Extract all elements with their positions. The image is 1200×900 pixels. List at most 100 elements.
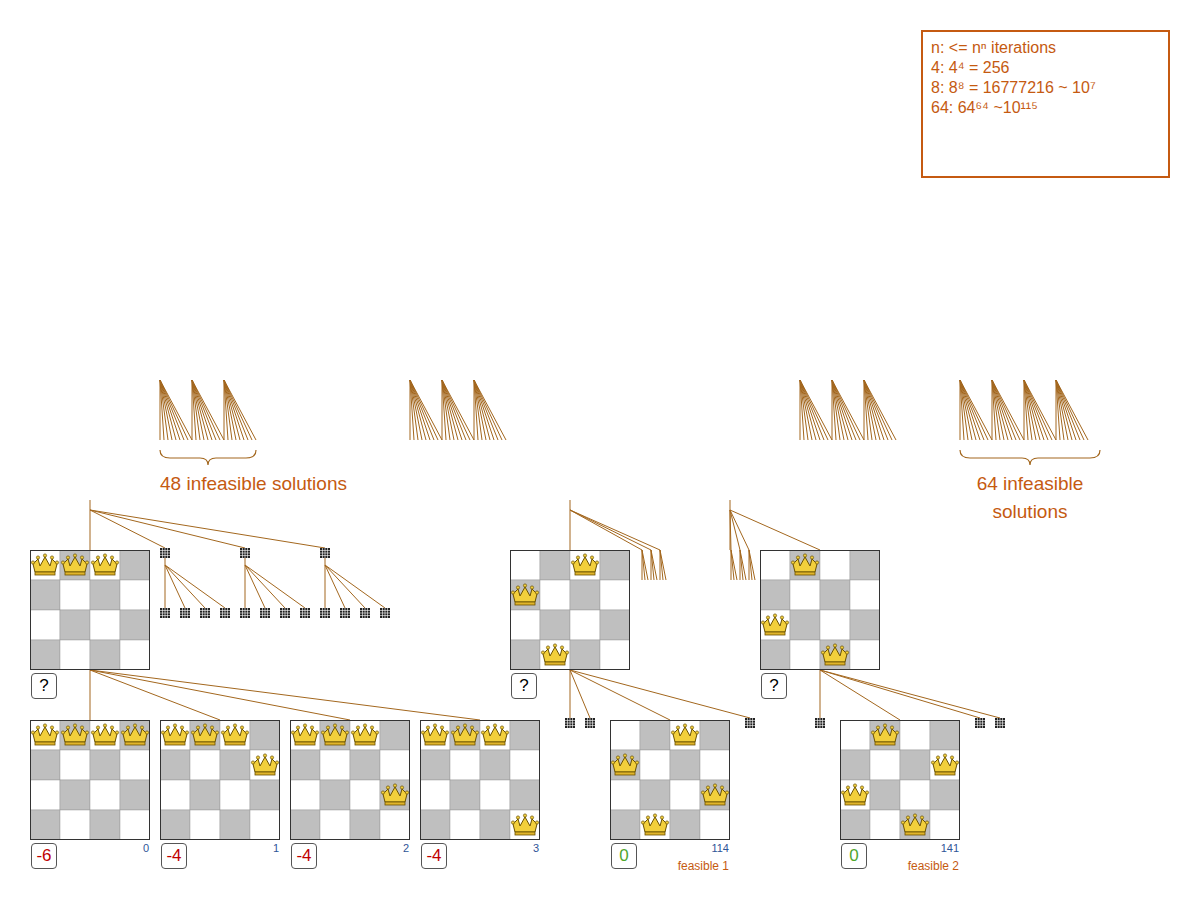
board-square: [700, 720, 730, 750]
queen-ball: [43, 724, 46, 727]
queen-base: [385, 802, 405, 805]
queen-ball: [865, 791, 868, 794]
queen-base: [905, 832, 925, 835]
queen-ball: [706, 786, 709, 789]
board-icon-grid: [320, 553, 330, 554]
queen-piece: [91, 724, 118, 745]
board-square: [610, 720, 640, 750]
queen-ball: [61, 731, 64, 734]
queen-crown: [843, 787, 867, 802]
search-fan: [642, 550, 648, 580]
queen-crown: [453, 727, 477, 742]
search-fan: [442, 380, 474, 440]
queen-ball: [665, 821, 668, 824]
queen-ball: [725, 791, 728, 794]
queen-ball: [826, 646, 829, 649]
queen-ball: [853, 784, 856, 787]
board-square: [90, 810, 120, 840]
board-icon: [815, 718, 825, 728]
board-square: [510, 720, 540, 750]
board-icon-grid: [167, 608, 168, 618]
search-fan: [224, 380, 256, 440]
queen-ball: [901, 821, 904, 824]
queen-piece: [191, 724, 218, 745]
board-icon: [200, 608, 210, 618]
board-icon-grid: [160, 555, 170, 556]
board-icon-frame: [380, 608, 390, 618]
board-icon-frame: [995, 718, 1005, 728]
board-icon-grid: [280, 613, 290, 614]
board-icon-grid: [160, 613, 170, 614]
board-icon-grid: [240, 553, 250, 554]
board-square: [190, 780, 220, 810]
queen-ball: [611, 761, 614, 764]
board-square: [510, 810, 540, 840]
board-icon-grid: [360, 615, 370, 616]
board-square: [290, 810, 320, 840]
board-square: [60, 780, 90, 810]
queen-ball: [233, 724, 236, 727]
queen-piece: [351, 724, 378, 745]
board-square: [760, 640, 790, 670]
board-square: [30, 750, 60, 780]
search-fan: [474, 380, 506, 440]
board-square: [450, 750, 480, 780]
tree-line: [165, 565, 185, 608]
search-fan: [442, 380, 470, 440]
queen-ball: [463, 724, 466, 727]
queen-base: [545, 662, 565, 665]
tree-line: [245, 565, 305, 608]
queen-piece: [901, 814, 928, 835]
queen-ball: [641, 821, 644, 824]
board-square: [250, 750, 280, 780]
queen-ball: [695, 731, 698, 734]
queen-ball: [516, 816, 519, 819]
board-square: [870, 780, 900, 810]
search-fan: [1056, 380, 1084, 440]
queen-base: [35, 572, 55, 575]
queen-ball: [400, 786, 403, 789]
queen-ball: [445, 731, 448, 734]
board-index: 141: [941, 842, 959, 855]
tree-line: [570, 500, 571, 550]
board-square: [900, 810, 930, 840]
chess-board: [160, 720, 280, 840]
queen-ball: [80, 556, 83, 559]
queen-piece: [641, 814, 668, 835]
board-icon-grid: [260, 613, 270, 614]
queen-ball: [890, 726, 893, 729]
score-value: ?: [519, 676, 528, 695]
board-icon-frame: [320, 608, 330, 618]
queen-piece: [451, 724, 478, 745]
board-border: [511, 551, 630, 670]
board-square: [420, 720, 450, 750]
queen-base: [485, 742, 505, 745]
board-square: [220, 750, 250, 780]
queen-ball: [215, 731, 218, 734]
queen-ball: [530, 816, 533, 819]
queen-crown: [823, 647, 847, 662]
queen-ball: [351, 731, 354, 734]
score-value: -4: [166, 846, 181, 865]
queen-ball: [185, 731, 188, 734]
tree-edge: [570, 670, 670, 720]
tree-line: [820, 670, 980, 718]
queen-ball: [393, 784, 396, 787]
queen-ball: [815, 561, 818, 564]
score-box: ?: [511, 673, 537, 699]
search-fan: [410, 380, 430, 440]
board-square: [510, 780, 540, 810]
board-icon-frame: [160, 608, 170, 618]
queen-ball: [315, 731, 318, 734]
search-fan: [410, 380, 434, 440]
board-icon-grid: [200, 615, 210, 616]
board-icon: [280, 608, 290, 618]
queen-ball: [523, 584, 526, 587]
board-square: [600, 640, 630, 670]
score-box: -4: [421, 843, 447, 869]
queen-ball: [296, 726, 299, 729]
queen-ball: [883, 724, 886, 727]
note-line: 8: 8⁸ = 16777216 ~ 10⁷: [931, 78, 1160, 98]
queen-ball: [766, 616, 769, 619]
queen-piece: [321, 724, 348, 745]
